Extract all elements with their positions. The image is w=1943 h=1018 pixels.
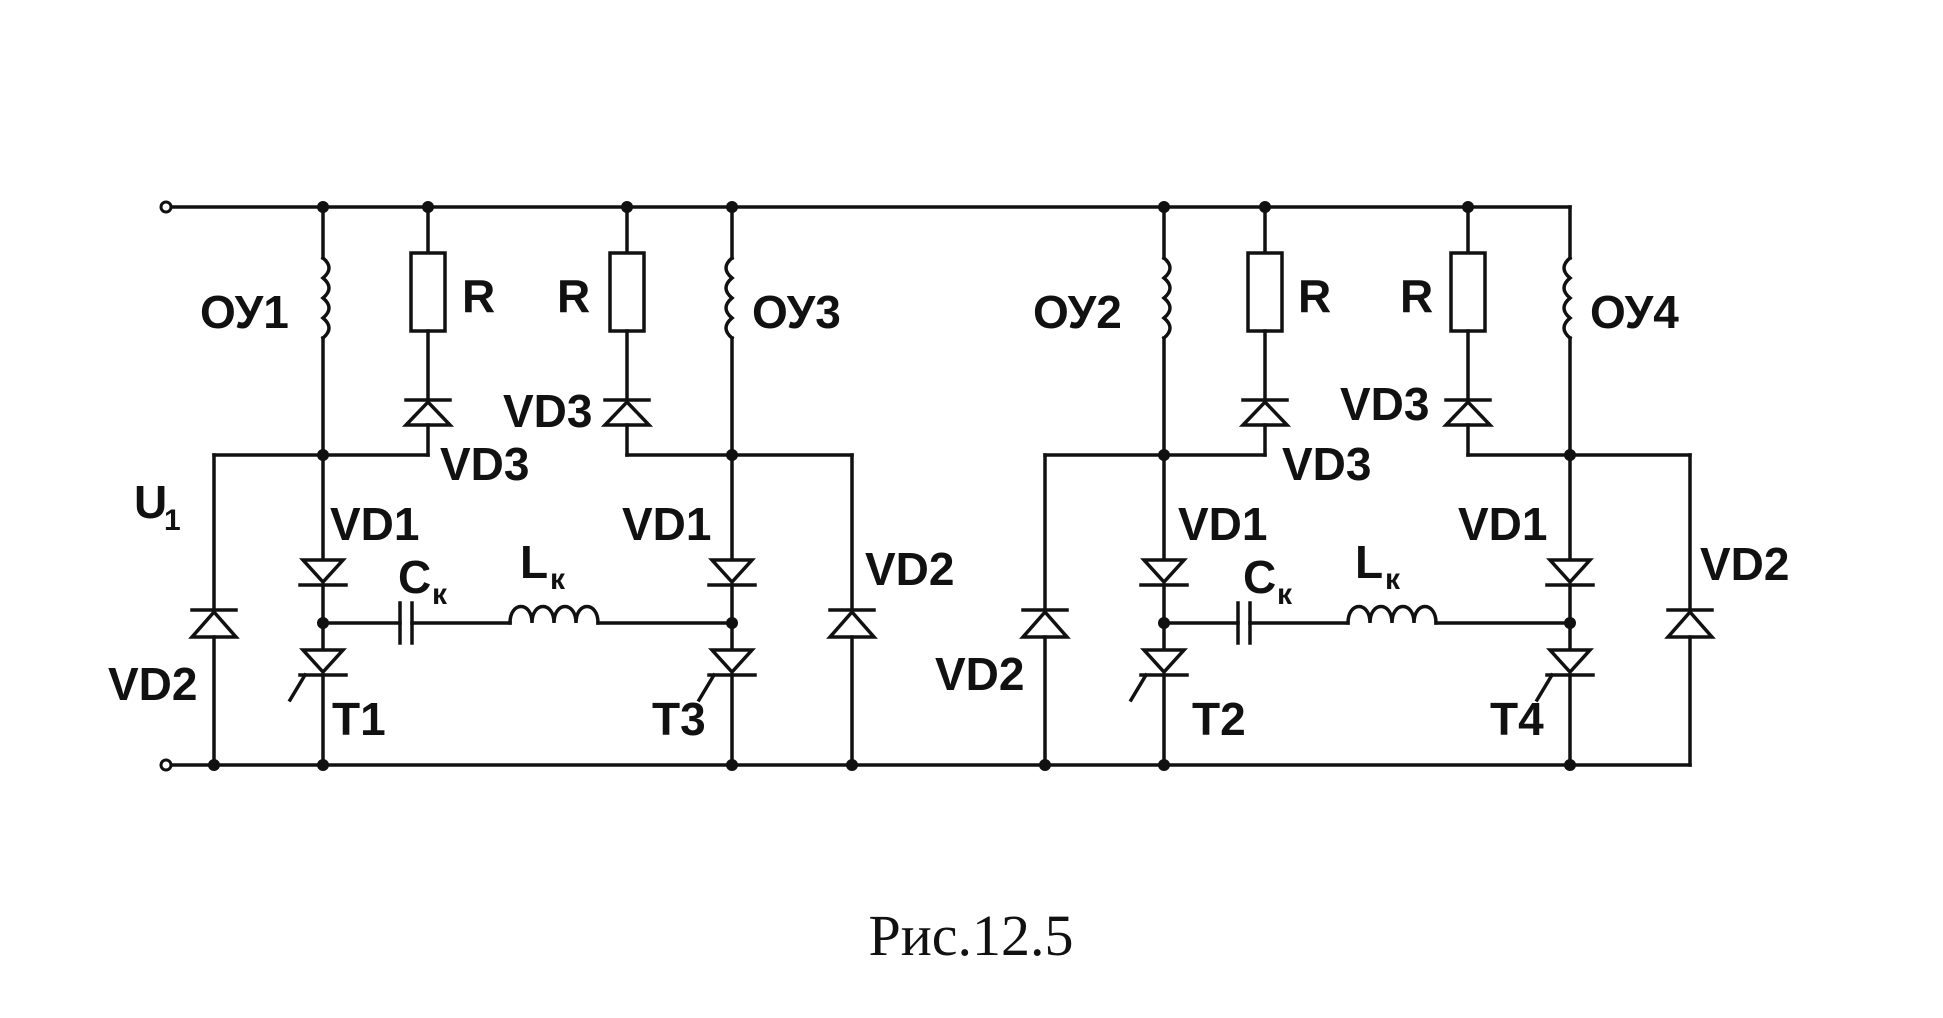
- label-lk: L: [1355, 536, 1383, 588]
- label-t1: T1: [332, 693, 386, 745]
- left-circuit: [188, 201, 878, 771]
- label-vd1: VD1: [1458, 498, 1547, 550]
- label-u-sub: 1: [164, 504, 181, 537]
- label-vd2: VD2: [935, 648, 1024, 700]
- label-vd3: VD3: [503, 385, 592, 437]
- label-vd3: VD3: [1282, 438, 1371, 490]
- supply-rails: [159, 200, 1692, 772]
- label-t2: T2: [1192, 693, 1246, 745]
- left-labels: ОУ1 R R ОУ3 VD3 VD3 U 1 VD1 VD1 VD2 C к …: [108, 270, 954, 745]
- label-t3: T3: [652, 693, 706, 745]
- label-vd3: VD3: [440, 438, 529, 490]
- label-ck: C: [1243, 551, 1276, 603]
- label-lk-sub: к: [1385, 563, 1401, 596]
- label-vd2: VD2: [1700, 538, 1789, 590]
- label-oy2: ОУ2: [1033, 286, 1122, 338]
- right-labels: ОУ2 R R ОУ4 VD3 VD3 VD1 VD1 VD2 C к L к …: [935, 270, 1789, 745]
- label-vd2: VD2: [108, 658, 197, 710]
- label-oy1: ОУ1: [200, 286, 289, 338]
- label-ck-sub: к: [1277, 578, 1293, 611]
- label-r: R: [462, 270, 495, 322]
- label-vd1: VD1: [1178, 498, 1267, 550]
- label-lk: L: [520, 536, 548, 588]
- label-vd1: VD1: [622, 498, 711, 550]
- label-t4: T4: [1490, 693, 1544, 745]
- label-ck: C: [398, 551, 431, 603]
- label-ck-sub: к: [432, 578, 448, 611]
- right-circuit: [1019, 201, 1716, 771]
- label-r: R: [557, 270, 590, 322]
- label-lk-sub: к: [550, 563, 566, 596]
- label-oy3: ОУ3: [752, 286, 841, 338]
- figure-caption: Рис.12.5: [868, 903, 1073, 968]
- label-vd2: VD2: [865, 543, 954, 595]
- label-vd3: VD3: [1340, 378, 1429, 430]
- label-u: U: [134, 476, 167, 528]
- label-r: R: [1400, 270, 1433, 322]
- label-oy4: ОУ4: [1590, 286, 1679, 338]
- label-r: R: [1298, 270, 1331, 322]
- label-vd1: VD1: [330, 498, 419, 550]
